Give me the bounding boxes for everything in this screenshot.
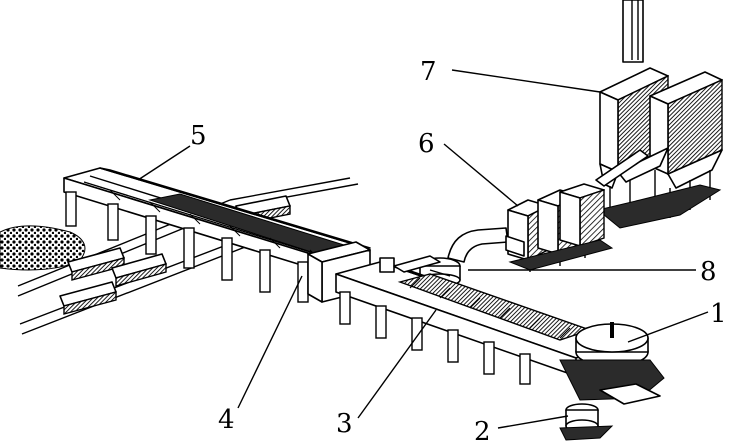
sintering-machine [335, 255, 631, 385]
label-4: 4 [218, 405, 235, 435]
label-6: 6 [418, 129, 435, 159]
leader-3 [357, 309, 437, 419]
leader-2 [497, 415, 569, 429]
label-3: 3 [336, 409, 353, 439]
leader-1 [627, 311, 709, 343]
leader-7 [451, 69, 601, 93]
leader-5 [137, 145, 191, 181]
precipitators [595, 67, 723, 229]
callout-labels: 7 6 5 8 1 2 3 4 [190, 57, 727, 443]
label-2: 2 [474, 417, 491, 443]
label-1: 1 [710, 299, 727, 329]
label-5: 5 [190, 121, 207, 151]
leader-6 [443, 143, 519, 207]
chimney [622, 0, 644, 63]
circular-cooler [559, 322, 665, 405]
label-7: 7 [420, 57, 437, 87]
crusher-screen [559, 403, 614, 441]
label-8: 8 [700, 257, 717, 287]
ore-stockpile [0, 225, 86, 271]
leader-lines [137, 69, 709, 429]
rail-tracks [17, 177, 359, 335]
leader-4 [237, 275, 303, 409]
dust-collector [507, 183, 614, 272]
